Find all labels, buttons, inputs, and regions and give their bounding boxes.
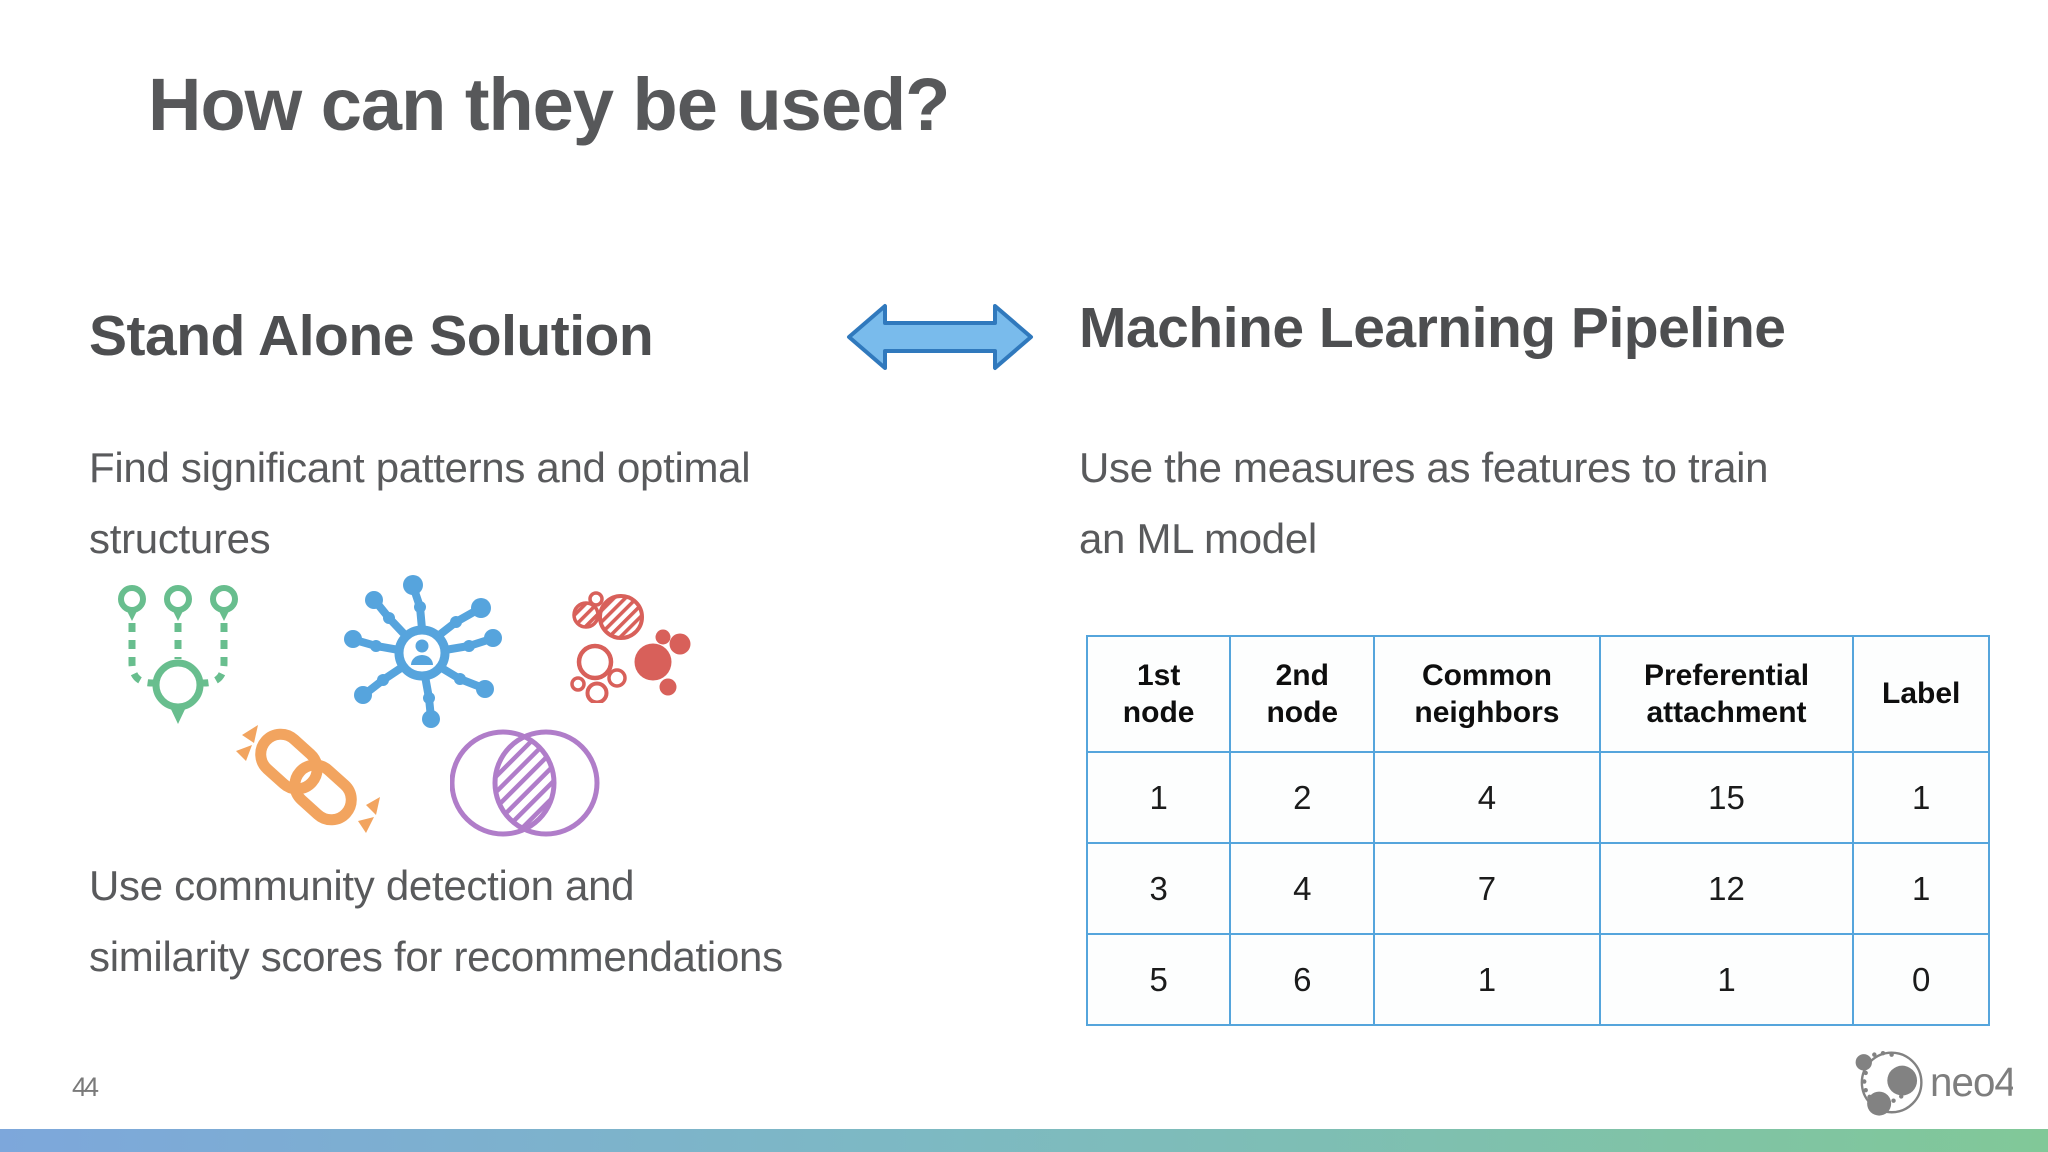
table-cell: 1 bbox=[1085, 751, 1232, 844]
left-paragraph-top: Find significant patterns and optimal st… bbox=[89, 432, 751, 574]
table-cell: 2 bbox=[1229, 751, 1376, 844]
network-graph-icon bbox=[342, 575, 504, 735]
table-cell: 1 bbox=[1373, 933, 1601, 1026]
double-arrow-icon bbox=[845, 300, 1035, 379]
right-paragraph-line2: an ML model bbox=[1079, 515, 1317, 562]
column-header: Preferential attachment bbox=[1598, 635, 1855, 753]
footer-gradient-bar bbox=[0, 1129, 2048, 1152]
chain-link-icon bbox=[228, 713, 388, 848]
table-cell: 3 bbox=[1085, 842, 1232, 935]
column-header: 2nd node bbox=[1229, 635, 1376, 753]
neo4j-logo-mark bbox=[1855, 1050, 1923, 1116]
column-header: Common neighbors bbox=[1373, 635, 1601, 753]
left-paragraph-top-line1: Find significant patterns and optimal bbox=[89, 444, 751, 491]
left-paragraph-top-line2: structures bbox=[89, 515, 271, 562]
table-cell: 4 bbox=[1373, 751, 1601, 844]
page-number: 44 bbox=[72, 1072, 99, 1102]
column-header: 1st node bbox=[1085, 635, 1232, 753]
page-title: How can they be used? bbox=[148, 63, 950, 146]
neo4j-logo: neo4j bbox=[1848, 1046, 2025, 1123]
table-cell: 7 bbox=[1373, 842, 1601, 935]
left-paragraph-bottom-line2: similarity scores for recommendations bbox=[89, 933, 783, 980]
table-cell: 6 bbox=[1229, 933, 1376, 1026]
clusters-icon bbox=[568, 585, 693, 708]
merge-tree-icon bbox=[112, 583, 252, 738]
right-column-heading: Machine Learning Pipeline bbox=[1079, 296, 1786, 360]
table-cell: 0 bbox=[1852, 933, 1990, 1026]
table-cell: 1 bbox=[1852, 842, 1990, 935]
table-cell: 12 bbox=[1598, 842, 1855, 935]
column-header: Label bbox=[1852, 635, 1990, 753]
table-cell: 5 bbox=[1085, 933, 1232, 1026]
left-column-heading: Stand Alone Solution bbox=[89, 304, 654, 368]
venn-diagram-icon bbox=[449, 726, 600, 845]
table-cell: 1 bbox=[1598, 933, 1855, 1026]
right-paragraph-line1: Use the measures as features to train bbox=[1079, 444, 1769, 491]
table-cell: 4 bbox=[1229, 842, 1376, 935]
neo4j-logo-text: neo4j bbox=[1930, 1059, 2013, 1105]
left-paragraph-bottom-line1: Use community detection and bbox=[89, 862, 635, 909]
left-paragraph-bottom: Use community detection and similarity s… bbox=[89, 850, 783, 992]
table-cell: 15 bbox=[1598, 751, 1855, 844]
table-cell: 1 bbox=[1852, 751, 1990, 844]
right-paragraph: Use the measures as features to train an… bbox=[1079, 432, 1769, 574]
